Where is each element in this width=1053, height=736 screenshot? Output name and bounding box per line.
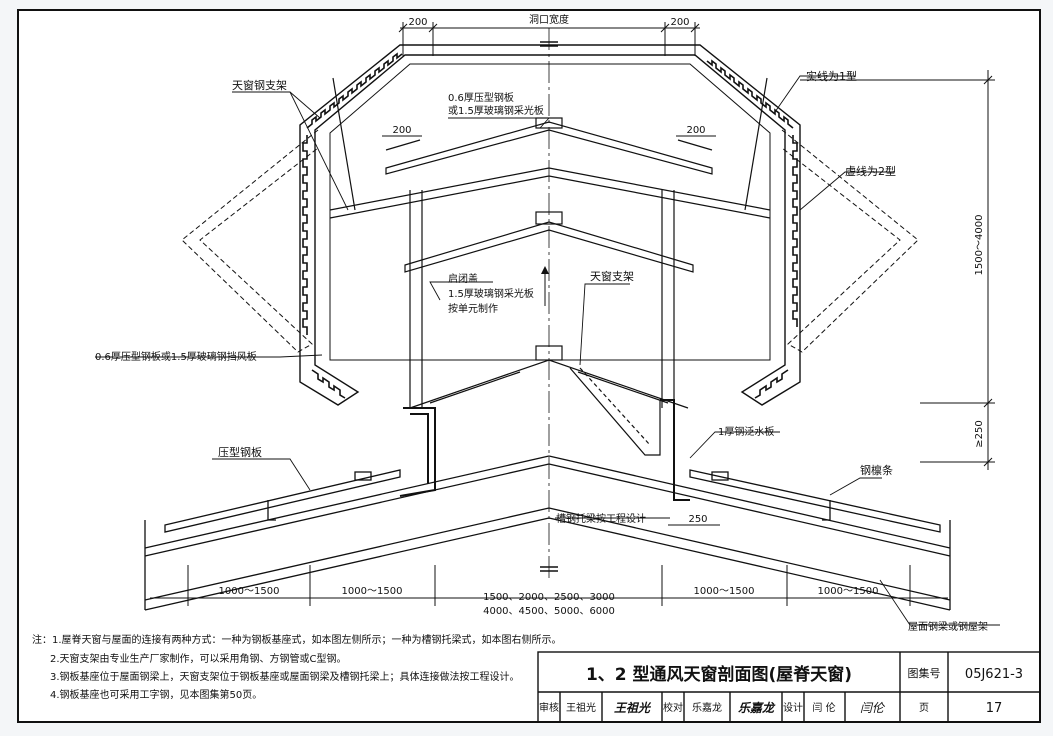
notes-block: 注：1.屋脊天窗与屋面的连接有两种方式：一种为钢板基座式，如本图左侧所示；一种为… bbox=[32, 633, 562, 701]
steel-frame-members bbox=[329, 77, 771, 456]
review-label: 审核 bbox=[539, 701, 559, 714]
leader-lines bbox=[95, 75, 1000, 626]
dim-inner-right: 200 bbox=[686, 125, 705, 136]
label-plate-a: 0.6厚压型钢板 bbox=[448, 91, 514, 104]
atlas-number: 05J621-3 bbox=[965, 667, 1023, 682]
design-label: 设计 bbox=[783, 701, 803, 714]
page-number: 17 bbox=[986, 701, 1003, 716]
label-purlin: 钢檩条 bbox=[860, 463, 893, 477]
dim-bottom-2: 1000～1500 bbox=[342, 586, 403, 597]
right-dimension bbox=[800, 70, 995, 470]
label-pressed-plate: 压型钢板 bbox=[218, 445, 262, 459]
dim-right-min: ≥250 bbox=[974, 420, 985, 447]
note-4: 4.钢板基座也可采用工字钢，见本图集第50页。 bbox=[50, 688, 262, 701]
label-flashing: 1厚钢泛水板 bbox=[718, 425, 774, 438]
checker-name: 乐嘉龙 bbox=[692, 701, 722, 714]
title-block bbox=[537, 651, 1041, 723]
label-cover-a: 启闭盖 bbox=[448, 272, 478, 285]
dim-250: 250 bbox=[688, 514, 707, 525]
note-1: 注：1.屋脊天窗与屋面的连接有两种方式：一种为钢板基座式，如本图左侧所示；一种为… bbox=[32, 633, 562, 646]
dim-bottom-center-a: 1500、2000、2500、3000 bbox=[483, 592, 615, 603]
label-solid-type1: 实线为1型 bbox=[806, 69, 857, 83]
dim-bottom-5: 1000～1500 bbox=[818, 586, 879, 597]
checker-signature: 乐嘉龙 bbox=[738, 701, 776, 715]
dim-bottom-4: 1000～1500 bbox=[694, 586, 755, 597]
label-plate-b: 或1.5厚玻璃钢采光板 bbox=[448, 104, 544, 117]
dim-opening-width: 洞口宽度 bbox=[529, 13, 569, 26]
steel-plate-base bbox=[399, 399, 690, 501]
label-wind-board: 0.6厚压型钢板或1.5厚玻璃钢挡风板 bbox=[95, 350, 257, 363]
type1-hood bbox=[299, 44, 801, 406]
dim-inner-left: 200 bbox=[392, 125, 411, 136]
dim-bottom-1: 1000～1500 bbox=[219, 586, 280, 597]
reviewer-name: 王祖光 bbox=[566, 701, 596, 714]
label-roof-beam: 屋面钢梁或钢屋架 bbox=[908, 620, 988, 633]
note-2: 2.天窗支架由专业生产厂家制作，可以采用角钢、方钢管或C型钢。 bbox=[50, 652, 347, 665]
type2-dashed-outline bbox=[181, 129, 919, 353]
designer-name: 闫 伦 bbox=[812, 701, 835, 714]
label-cover-c: 按单元制作 bbox=[448, 302, 498, 315]
dim-bottom-center-b: 4000、4500、5000、6000 bbox=[483, 606, 615, 617]
label-cover-b: 1.5厚玻璃钢采光板 bbox=[448, 287, 534, 300]
drawing-title: 1、2 型通风天窗剖面图(屋脊天窗) bbox=[586, 664, 852, 685]
page-label: 页 bbox=[919, 702, 929, 714]
atlas-label: 图集号 bbox=[908, 666, 941, 680]
top-dimension bbox=[398, 22, 700, 56]
dim-top-left: 200 bbox=[408, 17, 427, 28]
reviewer-signature: 王祖光 bbox=[614, 701, 652, 715]
bottom-dimension bbox=[150, 565, 948, 606]
label-channel-beam: 槽钢托梁按工程设计 bbox=[556, 512, 646, 525]
label-steel-frame: 天窗钢支架 bbox=[232, 78, 287, 92]
note-3: 3.钢板基座位于屋面钢梁上，天窗支架位于钢板基座或屋面钢梁及槽钢托梁上；具体连接… bbox=[50, 670, 520, 683]
crenel-panels bbox=[302, 52, 798, 399]
dim-right-height: 1500～4000 bbox=[974, 215, 985, 276]
label-dashed-type2: 虚线为2型 bbox=[845, 164, 896, 178]
check-label: 校对 bbox=[663, 701, 683, 714]
dim-top-right: 200 bbox=[670, 17, 689, 28]
label-window-bracket: 天窗支架 bbox=[590, 269, 634, 283]
designer-signature: 闫伦 bbox=[860, 701, 886, 715]
